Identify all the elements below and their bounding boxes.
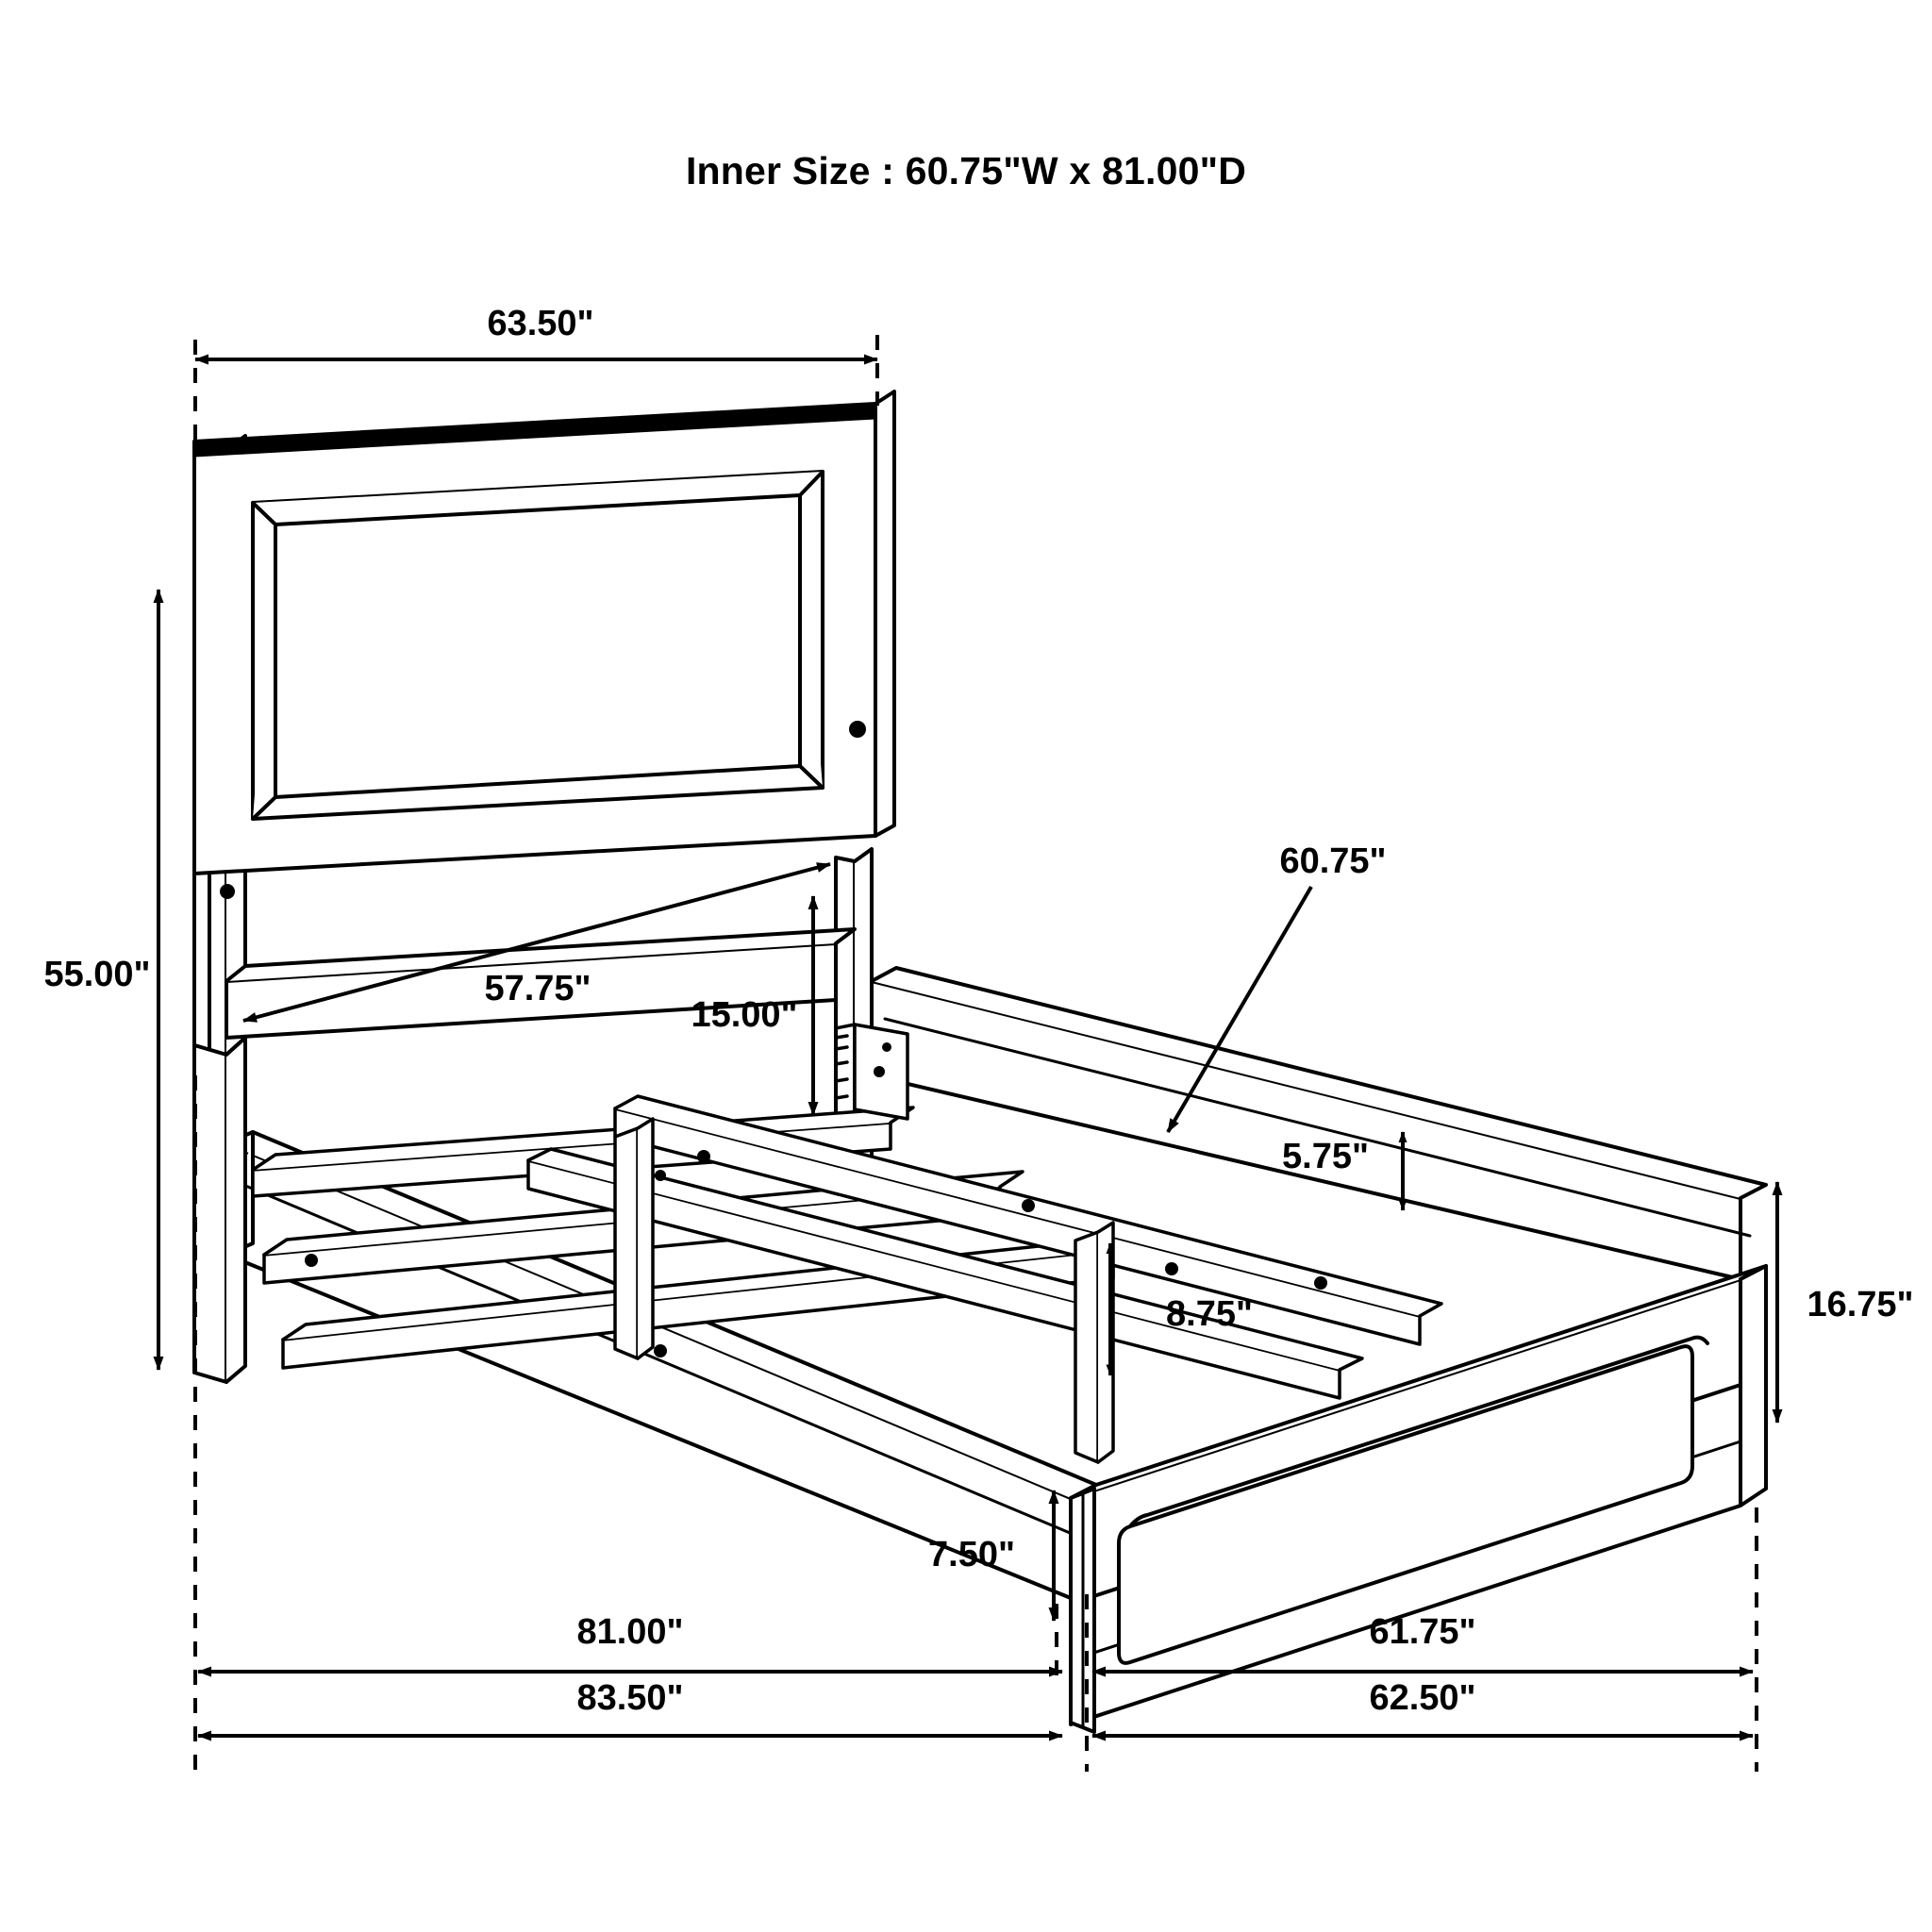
screw-hole — [849, 721, 866, 738]
screw-hole — [220, 884, 235, 899]
dim-label-57-75: 57.75" — [484, 969, 591, 1008]
dim-line-57-75 — [242, 862, 831, 1023]
center-support-leg-2 — [1074, 1221, 1115, 1464]
dimension-lines — [153, 335, 1783, 1772]
dim-label-61-75: 61.75" — [1369, 1612, 1475, 1652]
bed-line-art — [192, 390, 1768, 1734]
dimension-labels: 63.50" 55.00" 57.75" 15.00" 60.75" 5.75"… — [43, 304, 1913, 1718]
center-support-leg — [613, 1117, 655, 1360]
page-title: Inner Size : 60.75"W x 81.00"D — [685, 149, 1247, 192]
dim-label-81-00: 81.00" — [576, 1612, 683, 1652]
footboard-inset-panel — [1117, 1335, 1709, 1665]
dim-label-63-50: 63.50" — [487, 304, 593, 343]
dim-label-15-00: 15.00" — [691, 995, 797, 1035]
rail-mounting-bracket — [834, 1023, 909, 1121]
dim-label-8-75: 8.75" — [1166, 1294, 1253, 1334]
dim-label-62-50: 62.50" — [1369, 1678, 1475, 1718]
headboard-post-foot — [192, 1036, 247, 1384]
right-side-rail — [870, 966, 1768, 1281]
footboard-left-leg — [1069, 1487, 1096, 1734]
footboard-right-leg — [1739, 1264, 1768, 1507]
headboard-inset-panel — [251, 470, 824, 821]
dim-label-83-50: 83.50" — [576, 1678, 683, 1718]
dim-label-55-00: 55.00" — [43, 955, 150, 994]
dim-label-60-75: 60.75" — [1279, 841, 1386, 881]
leader-line-60-75 — [1166, 885, 1313, 1134]
dim-label-16-75: 16.75" — [1807, 1285, 1913, 1324]
dim-label-5-75: 5.75" — [1282, 1137, 1369, 1176]
dim-label-7-50: 7.50" — [928, 1535, 1015, 1574]
slat-support-frame — [251, 1094, 1443, 1437]
